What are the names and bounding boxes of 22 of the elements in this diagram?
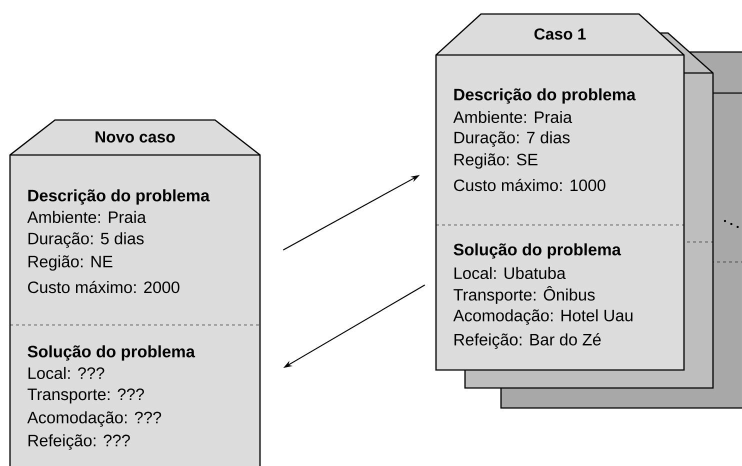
field-text: Transporte: ??? xyxy=(28,388,144,404)
field-text: Duração: 7 dias xyxy=(454,131,570,147)
field-text: Custo máximo: 1000 xyxy=(454,178,606,192)
field-text: Local: Ubatuba xyxy=(454,266,566,280)
field-text: Acomodação: ??? xyxy=(27,411,162,427)
section-heading: Solução do problema xyxy=(454,243,622,259)
field-text: Região: SE xyxy=(454,153,538,169)
field-text: Refeição: Bar do Zé xyxy=(454,333,601,349)
field-text: Custo máximo: 2000 xyxy=(28,280,180,294)
section-heading: Descrição do problema xyxy=(28,189,210,205)
field-text: Acomodação: Hotel Uau xyxy=(453,309,632,325)
field-text: Ambiente: Praia xyxy=(27,210,146,224)
field-text: Transporte: Ônibus xyxy=(454,286,595,304)
field-text: Local: ??? xyxy=(28,366,104,380)
card-title: Novo caso xyxy=(96,131,175,143)
section-heading: Descrição do problema xyxy=(454,88,636,104)
field-text: Refeição: ??? xyxy=(28,434,130,450)
card-title: Caso 1 xyxy=(534,28,586,40)
field-text: Ambiente: Praia xyxy=(453,110,572,124)
section-heading: Solução do problema xyxy=(28,345,196,361)
field-text: Região: NE xyxy=(28,255,112,271)
field-text: Duração: 5 dias xyxy=(28,232,144,248)
